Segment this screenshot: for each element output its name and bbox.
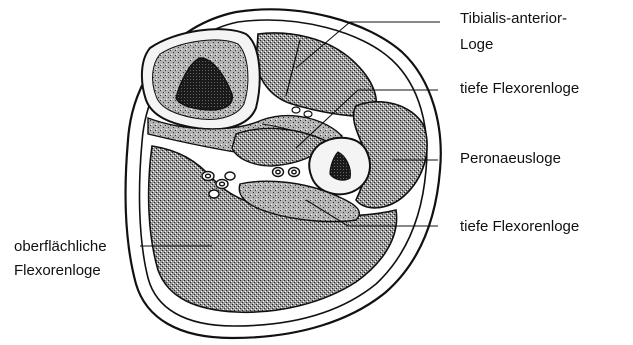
label-oberflaechliche-line1: oberflächliche [14,238,107,256]
label-tibialis-anterior-line1: Tibialis-anterior- [460,10,567,28]
label-oberflaechliche-line2: Flexorenloge [14,262,101,280]
label-tibialis-anterior-line2: Loge [460,36,493,54]
label-tiefe-flexorenloge-upper: tiefe Flexorenloge [460,80,579,98]
label-tiefe-flexorenloge-lower: tiefe Flexorenloge [460,218,579,236]
label-peronaeusloge: Peronaeusloge [460,150,561,168]
